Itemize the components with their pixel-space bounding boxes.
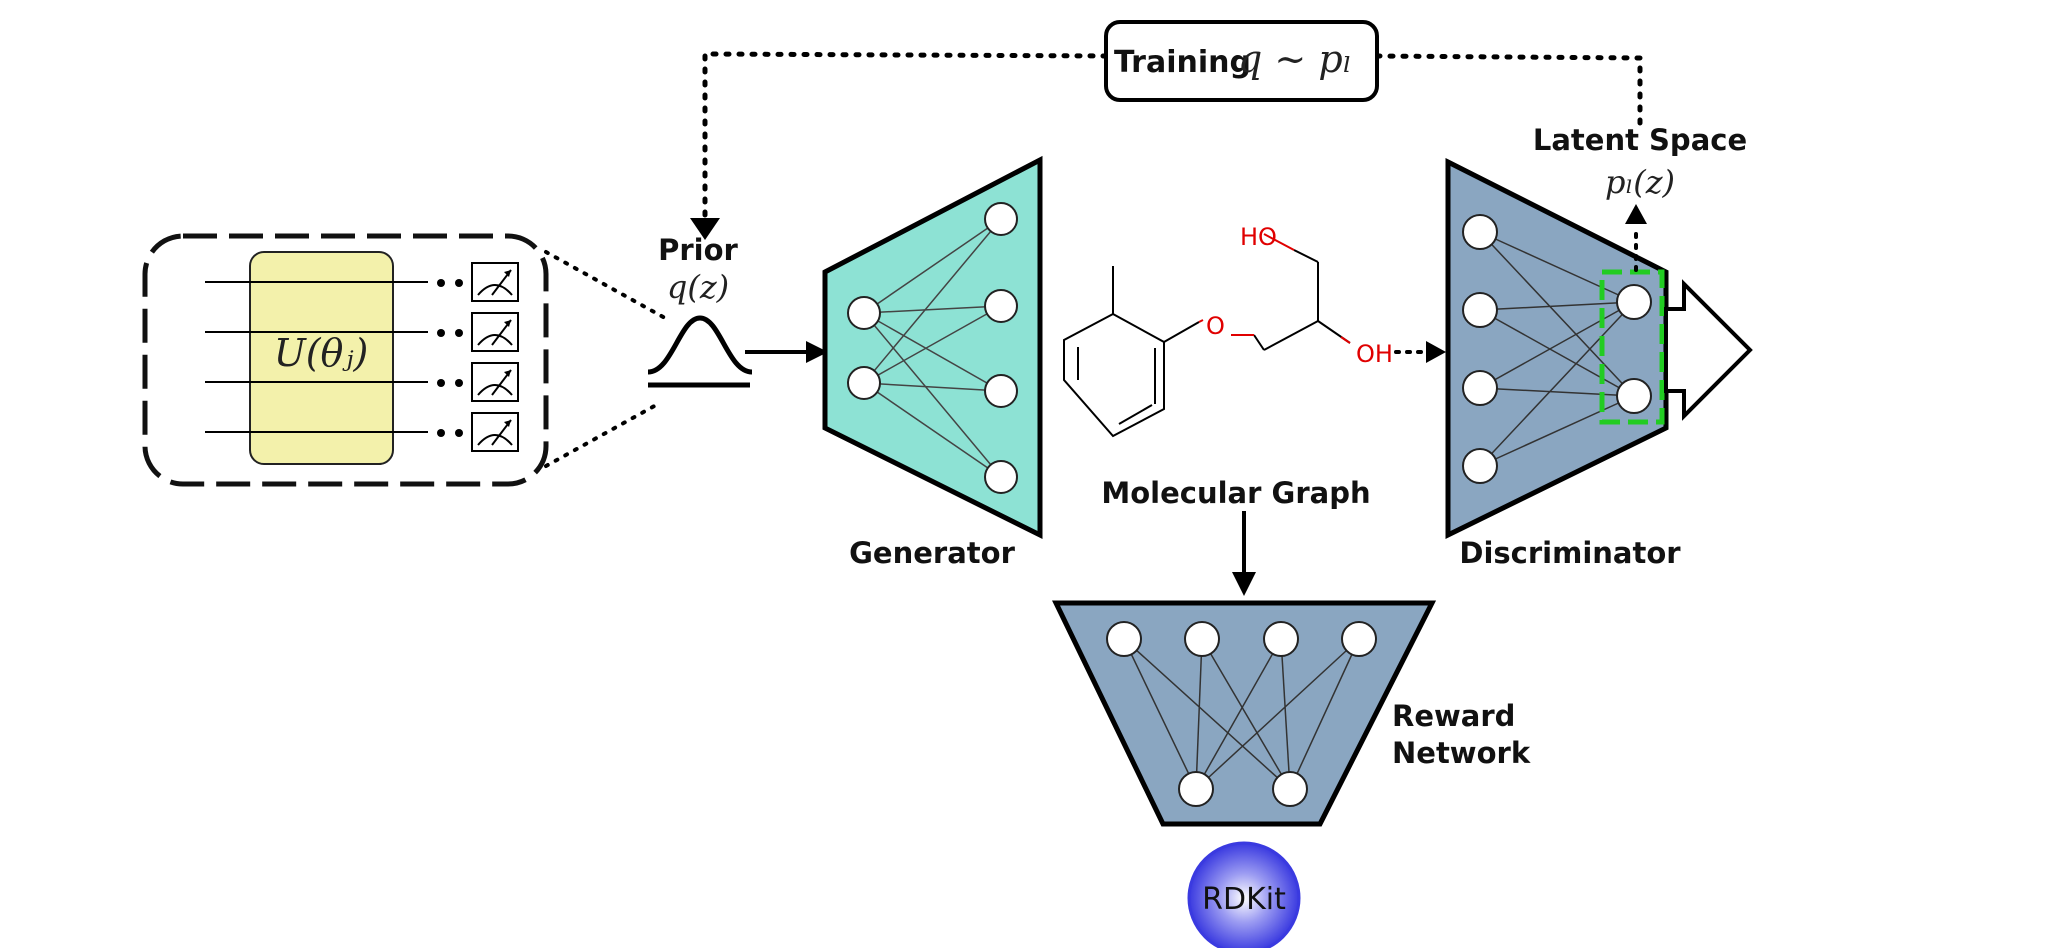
atom-ho: HO — [1240, 223, 1277, 251]
network-node — [847, 296, 881, 330]
network-node — [984, 289, 1018, 323]
network-node — [984, 374, 1018, 408]
reward-network — [1052, 600, 1437, 827]
rdkit-logo: RDKit — [1187, 841, 1301, 948]
network-node — [1616, 284, 1652, 320]
training-label: Training — [1114, 45, 1251, 80]
molecular-graph-label: Molecular Graph — [1101, 476, 1370, 510]
qubit-wires — [205, 281, 428, 433]
prior-arrowhead — [690, 218, 720, 240]
network-node — [1462, 214, 1498, 250]
training-box: Training q ∼ pₗ — [1104, 20, 1379, 102]
network-node — [1341, 621, 1377, 657]
atom-oh: OH — [1356, 340, 1393, 368]
network-node — [847, 366, 881, 400]
latent-formula: pₗ(z) — [1605, 163, 1675, 201]
training-formula: q ∼ pₗ — [1238, 37, 1352, 81]
network-node — [1178, 771, 1214, 807]
prior-formula: q(z) — [667, 268, 729, 306]
gaussian-curve-icon — [647, 315, 753, 375]
measurement-icon — [471, 362, 519, 402]
network-node — [984, 460, 1018, 494]
network-node — [1616, 378, 1652, 414]
molecular-graph: HO O OH — [1063, 223, 1393, 438]
discriminator-network — [1445, 157, 1669, 540]
latent-arrowhead — [1625, 204, 1647, 224]
quantum-circuit: U(θⱼ) — [142, 233, 549, 487]
network-node — [1263, 621, 1299, 657]
measurement-icon — [471, 262, 519, 302]
latent-space: Latent Space pₗ(z) — [1533, 123, 1747, 272]
prior-label: Prior — [658, 233, 738, 267]
unitary-label: U(θⱼ) — [274, 331, 369, 375]
generator-network — [822, 155, 1043, 540]
network-node — [1272, 771, 1308, 807]
latent-highlight-box — [1599, 269, 1665, 425]
zoom-lines — [544, 250, 667, 468]
discriminator-label: Discriminator — [1459, 536, 1681, 570]
molecule-to-discriminator-arrow — [1394, 341, 1446, 363]
molecule-to-reward-arrow — [1232, 511, 1256, 596]
training-feedback-loop — [690, 51, 1643, 240]
discriminator-output-arrow — [1664, 279, 1753, 421]
measurement-icon — [471, 312, 519, 352]
generator-label: Generator — [849, 536, 1015, 570]
rdkit-text: RDKit — [1202, 882, 1286, 917]
reward-label-line2: Network — [1392, 736, 1531, 770]
network-node — [1106, 621, 1142, 657]
atom-o: O — [1206, 312, 1225, 340]
network-node — [1462, 370, 1498, 406]
network-node — [984, 202, 1018, 236]
network-node — [1462, 448, 1498, 484]
reward-label-line1: Reward — [1392, 699, 1515, 733]
latent-space-label: Latent Space — [1533, 123, 1747, 157]
unitary-gate — [249, 251, 394, 465]
wire-dots — [437, 279, 463, 437]
measurement-icon — [471, 412, 519, 452]
network-node — [1462, 292, 1498, 328]
prior-distribution: Prior q(z) — [647, 233, 753, 388]
network-node — [1184, 621, 1220, 657]
prior-to-generator-arrow — [745, 341, 828, 363]
